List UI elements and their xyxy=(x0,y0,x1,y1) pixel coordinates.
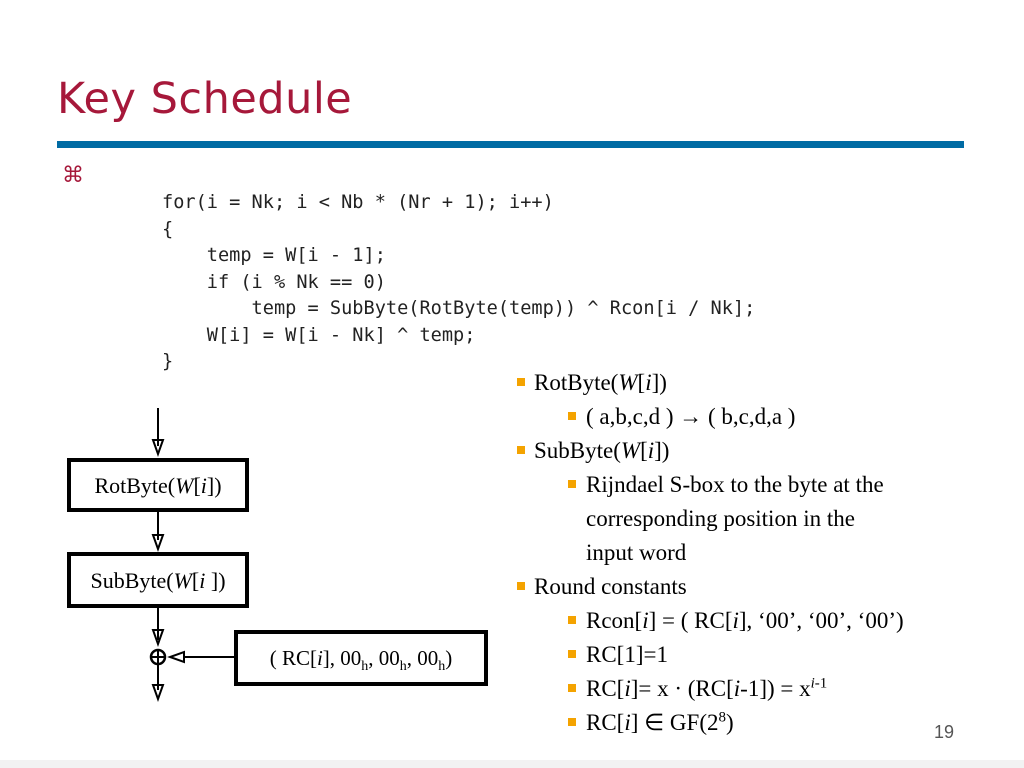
square-bullet-icon xyxy=(568,412,576,420)
bullet-text: RotByte(W[i]) xyxy=(534,370,667,395)
code-line: } xyxy=(162,351,174,372)
list-item-rci: RC[i]= x · (RC[i-1]) = xi-1 xyxy=(512,672,992,706)
command-bullet-icon: ⌘ xyxy=(62,163,84,188)
bullet-text: Rcon[i] = ( RC[i], ‘00’, ‘00’, ‘00’) xyxy=(586,608,904,633)
bullet-text: RC[i]= x · (RC[i-1]) = xi-1 xyxy=(586,675,828,701)
key-expansion-code: for(i = Nk; i < Nb * (Nr + 1); i++) { tem… xyxy=(162,190,755,376)
square-bullet-icon xyxy=(568,616,576,624)
rotbyte-box xyxy=(67,458,249,512)
code-line: W[i] = W[i - Nk] ^ temp; xyxy=(162,324,476,346)
square-bullet-icon xyxy=(517,446,525,454)
rotbyte-box-label: RotByte(W[i]) xyxy=(94,473,221,498)
list-item-subbyte: SubByte(W[i]) xyxy=(512,434,992,468)
page-number: 19 xyxy=(934,722,955,742)
left-arrow-icon xyxy=(167,650,185,664)
list-item-rc1: RC[1]=1 xyxy=(512,638,992,672)
bullet-text: ( a,b,c,d ) → ( b,c,d,a ) xyxy=(586,404,796,429)
square-bullet-icon xyxy=(517,378,525,386)
bullet-text: RC[1]=1 xyxy=(586,642,668,667)
round-constant-box-label: ( RC[i], 00h, 00h, 00h) xyxy=(270,646,453,674)
bullet-text: Round constants xyxy=(534,574,687,599)
down-arrow-icon xyxy=(151,629,165,647)
square-bullet-icon xyxy=(568,650,576,658)
down-arrow-icon xyxy=(151,439,165,457)
round-constant-box xyxy=(234,630,488,686)
down-arrow-icon xyxy=(151,684,165,702)
title-divider xyxy=(57,141,964,148)
list-item-gf: RC[i] ∈ GF(28) xyxy=(512,706,992,740)
square-bullet-icon xyxy=(568,480,576,488)
bullet-text: SubByte(W[i]) xyxy=(534,438,670,463)
square-bullet-icon xyxy=(568,684,576,692)
list-item-round-constants: Round constants xyxy=(512,570,992,604)
square-bullet-icon xyxy=(568,718,576,726)
bullet-text: Rijndael S-box to the byte at the corres… xyxy=(586,472,884,565)
code-line: for(i = Nk; i < Nb * (Nr + 1); i++) xyxy=(162,192,554,213)
down-arrow-icon xyxy=(151,534,165,552)
list-item-rotbyte: RotByte(W[i]) xyxy=(512,366,992,400)
code-line: temp = SubByte(RotByte(temp)) ^ Rcon[i /… xyxy=(162,298,756,319)
list-item-rotbyte-detail: ( a,b,c,d ) → ( b,c,d,a ) xyxy=(512,400,992,434)
bullet-list: RotByte(W[i]) ( a,b,c,d ) → ( b,c,d,a ) … xyxy=(512,366,992,740)
subbyte-box xyxy=(67,552,249,608)
list-item-subbyte-detail: Rijndael S-box to the byte at the corres… xyxy=(512,468,886,570)
code-line: temp = W[i - 1]; xyxy=(162,245,386,266)
bullet-text: RC[i] ∈ GF(28) xyxy=(586,709,734,735)
subbyte-box-label: SubByte(W[i ]) xyxy=(90,568,225,593)
code-line: { xyxy=(162,218,174,240)
code-line: if (i % Nk == 0) xyxy=(162,271,386,293)
slide-title: Key Schedule xyxy=(57,74,353,124)
bottom-strip xyxy=(0,760,1024,768)
square-bullet-icon xyxy=(517,582,525,590)
list-item-rcon: Rcon[i] = ( RC[i], ‘00’, ‘00’, ‘00’) xyxy=(512,604,992,638)
